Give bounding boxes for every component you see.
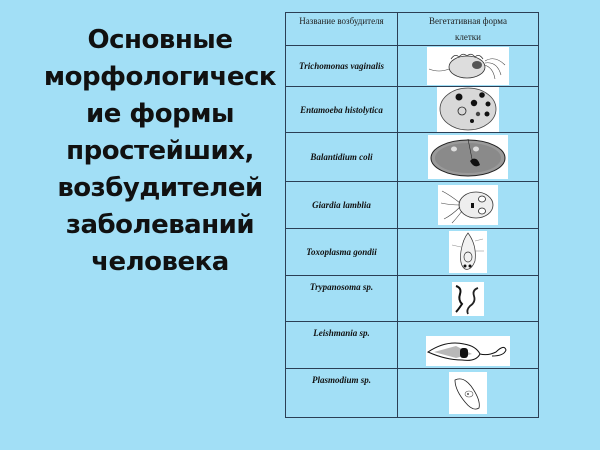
pathogen-name: Balantidium coli [285,132,398,182]
title-line: ие формы [86,99,234,129]
table-row: Toxoplasma gondii [285,228,539,276]
trichomonas-cell-drawing [427,47,509,85]
pathogen-name: Toxoplasma gondii [285,228,398,276]
title-line: морфологическ [43,62,277,92]
slide-title: Основные морфологическ ие формы простейш… [40,22,280,281]
leishmania-cell-drawing [426,336,510,366]
pathogen-name: Giardia lamblia [285,181,398,229]
plasmodium-cell-drawing [449,372,487,414]
pathogen-name: Trichomonas vaginalis [285,45,398,87]
pathogen-name: Trypanosoma sp. [285,275,398,322]
toxoplasma-cell-drawing [449,231,487,273]
cell-image [397,181,539,229]
title-line: простейших, [66,136,254,166]
cell-image [397,321,539,369]
giardia-cell-drawing [438,185,498,225]
cell-image [397,228,539,276]
title-line: человека [91,247,229,277]
cell-image [397,132,539,182]
table-header-row: Название возбудителя Вегетативная форма … [285,12,539,46]
table-row: Trypanosoma sp. [285,275,539,322]
title-line: Основные [87,25,233,55]
table-row: Balantidium coli [285,132,539,182]
cell-image [397,368,539,418]
title-line: заболеваний [65,210,255,240]
table-row: Giardia lamblia [285,181,539,229]
table-row: Leishmania sp. [285,321,539,369]
pathogen-name: Entamoeba histolytica [285,86,398,133]
cell-image [397,45,539,87]
table-row: Trichomonas vaginalis [285,45,539,87]
header-vegetative-form: Вегетативная форма клетки [397,12,539,46]
trypanosoma-cell-drawing [452,281,484,316]
title-line: возбудителей [57,173,263,203]
pathogen-table: Название возбудителя Вегетативная форма … [285,12,539,418]
table-row: Plasmodium sp. [285,368,539,418]
cell-image [397,275,539,322]
table-row: Entamoeba histolytica [285,86,539,133]
balantidium-cell-drawing [428,135,508,179]
pathogen-name: Leishmania sp. [285,321,398,369]
header-pathogen-name: Название возбудителя [285,12,398,46]
pathogen-name: Plasmodium sp. [285,368,398,418]
entamoeba-cell-drawing [437,87,499,132]
cell-image [397,86,539,133]
